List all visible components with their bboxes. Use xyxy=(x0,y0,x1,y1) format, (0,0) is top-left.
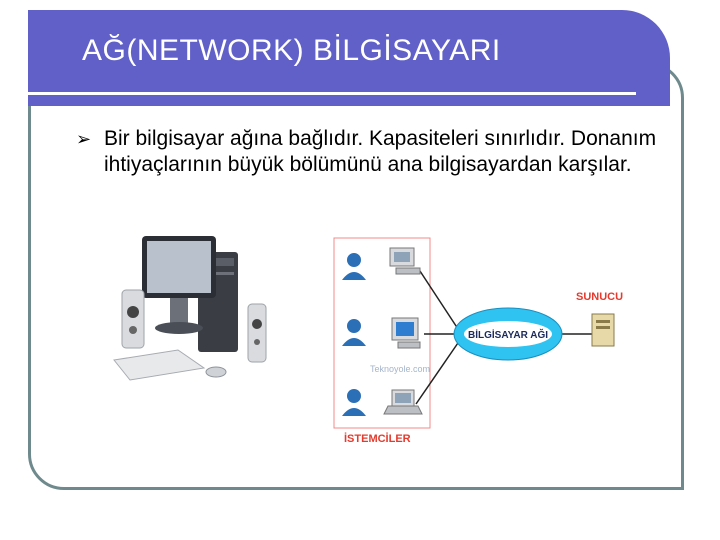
network-label: BİLGİSAYAR AĞI xyxy=(468,328,548,341)
bullet-item: ➢ Bir bilgisayar ağına bağlıdır. Kapasit… xyxy=(76,126,676,178)
desktop-computer-image xyxy=(113,236,267,381)
server-label: SUNUCU xyxy=(576,291,623,303)
desktop-icon xyxy=(389,247,421,275)
clients-label: İSTEMCİLER xyxy=(344,432,411,445)
bullet-text: Bir bilgisayar ağına bağlıdır. Kapasitel… xyxy=(104,127,657,176)
title-bar xyxy=(28,10,670,106)
user-icon-2 xyxy=(342,319,366,346)
slide-title: AĞ(NETWORK) BİLGİSAYARI xyxy=(82,34,501,67)
watermark-text: Teknoyole.com xyxy=(370,364,430,374)
user-icon-1 xyxy=(342,253,366,280)
arrow-bullet-icon: ➢ xyxy=(76,129,92,149)
user-icon-3 xyxy=(342,389,366,416)
desktop-icon-2 xyxy=(391,317,421,349)
server-icon xyxy=(591,313,615,347)
title-underline xyxy=(28,92,636,95)
network-diagram: Teknoyole.com BİLGİSAYAR AĞI SUNUCU İSTE… xyxy=(333,237,623,445)
laptop-icon xyxy=(383,389,423,415)
